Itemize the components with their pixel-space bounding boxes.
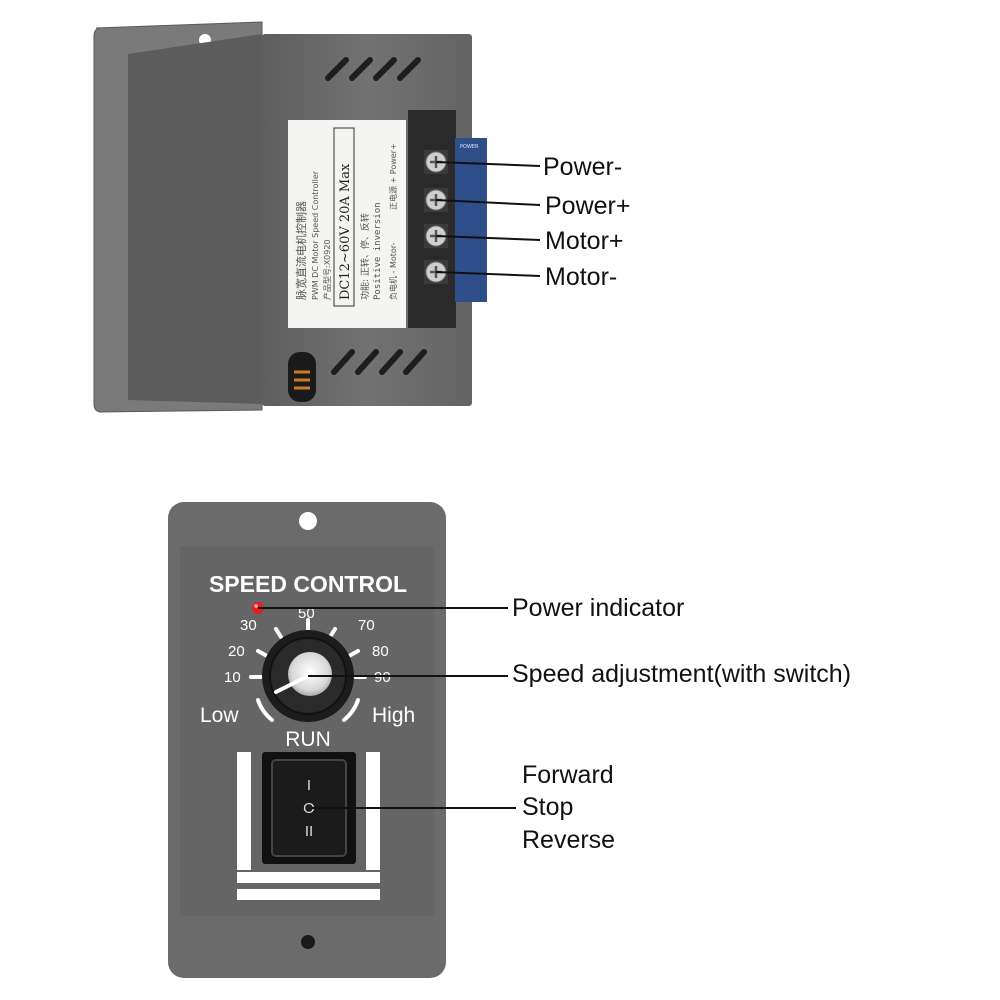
- dial-scale-90: 90: [374, 669, 391, 686]
- dial-scale-10: 10: [224, 669, 241, 686]
- speed-control-panel: SPEED CONTROL 10 20 30 50 70 80 90 Low: [168, 502, 516, 978]
- high-arc: [342, 698, 360, 722]
- callout-reverse: Reverse: [522, 826, 616, 854]
- cable-wires: [294, 370, 310, 390]
- label-line-5: 功能: 正转、停、反转: [359, 213, 371, 300]
- leader-power-plus: [435, 199, 541, 206]
- switch-stripe-bottom-1: [237, 872, 380, 883]
- dial-scale-30: 30: [240, 617, 257, 634]
- label-line-3: 产品型号:X0920: [322, 239, 332, 300]
- led-highlight: [254, 604, 258, 608]
- terminal-block: [408, 110, 456, 328]
- callout-power-plus: Power+: [545, 192, 631, 220]
- leader-motor-minus: [435, 271, 541, 277]
- knob-pointer: [274, 674, 310, 694]
- high-label: High: [372, 704, 415, 727]
- switch-symbol-stop: O: [303, 800, 315, 817]
- direction-rocker-switch[interactable]: I O II: [262, 752, 356, 864]
- product-label: [288, 120, 406, 328]
- label-terminal-tag-bottom: 负电机 - Motor-: [388, 242, 398, 300]
- switch-symbol-forward: I: [307, 777, 311, 794]
- callout-motor-plus: Motor+: [545, 227, 624, 255]
- rating-box: [333, 127, 355, 307]
- callout-speed-adjustment: Speed adjustment(with switch): [512, 660, 852, 688]
- top-vents: [325, 57, 421, 81]
- callout-motor-minus: Motor-: [545, 263, 618, 291]
- leader-motor-plus: [435, 235, 541, 241]
- callout-stop: Stop: [522, 793, 574, 821]
- label-line-2: PWM DC Motor Speed Controller: [311, 170, 320, 300]
- run-label: RUN: [285, 728, 331, 751]
- housing-side: [128, 34, 262, 404]
- terminal-screws: [424, 150, 448, 284]
- dial-scale-20: 20: [228, 643, 245, 660]
- bottom-vents: [331, 349, 427, 375]
- cable-opening: [288, 352, 316, 402]
- panel-title: SPEED CONTROL: [209, 571, 407, 597]
- callout-power-indicator: Power indicator: [512, 594, 685, 622]
- terminal-strip-text: POWER: [460, 144, 479, 150]
- low-label: Low: [200, 704, 239, 727]
- label-rating: DC12~60V 20A Max: [338, 163, 353, 300]
- switch-symbol-reverse: II: [305, 823, 313, 840]
- panel-hole-top-icon: [299, 512, 317, 530]
- leader-power-minus: [435, 161, 541, 167]
- dial-scale-80: 80: [372, 643, 389, 660]
- low-arc: [256, 698, 274, 722]
- panel-leaders: [258, 607, 516, 809]
- callout-forward: Forward: [522, 761, 614, 789]
- switch-stripe-left: [237, 752, 251, 870]
- switch-stripe-right: [366, 752, 380, 870]
- controller-unit: 脉宽直流电机控制器 PWM DC Motor Speed Controller …: [93, 21, 541, 413]
- terminal-leaders: [435, 161, 541, 277]
- label-line-1: 脉宽直流电机控制器: [294, 201, 308, 300]
- label-terminal-tag-top: 正电源 + Power+: [388, 143, 398, 210]
- switch-stripe-bottom-2: [237, 889, 380, 900]
- dial-scale-70: 70: [358, 617, 375, 634]
- label-line-6: Positive inversion: [373, 202, 383, 300]
- panel-hole-bottom-icon: [301, 935, 315, 949]
- dial-scale-50: 50: [298, 605, 315, 622]
- callout-power-minus: Power-: [543, 153, 623, 181]
